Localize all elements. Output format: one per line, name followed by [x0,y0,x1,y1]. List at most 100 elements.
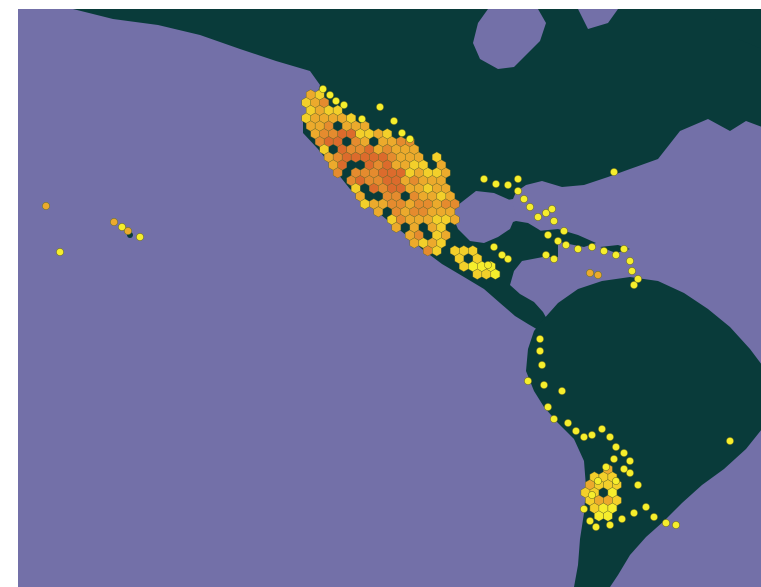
occurrence-dot [620,449,628,457]
occurrence-dot [118,223,126,231]
greenland-landmass [708,9,761,49]
occurrence-dot [538,361,546,369]
occurrence-dot [650,513,658,521]
occurrence-dot [319,85,327,93]
density-hex [472,268,483,280]
occurrence-dot [558,387,566,395]
occurrence-dot [600,247,608,255]
occurrence-dot [498,251,506,259]
occurrence-dot [520,195,528,203]
occurrence-dot [630,509,638,517]
density-hex [450,214,460,226]
occurrence-dot [598,425,606,433]
occurrence-dot [634,275,642,283]
occurrence-dot [610,455,618,463]
occurrence-dot [586,269,594,277]
density-hex [373,206,384,218]
arctic-strait [578,9,618,29]
occurrence-dot [492,180,500,188]
occurrence-dot [550,415,558,423]
occurrence-dot [630,281,638,289]
occurrence-dot [662,519,670,527]
occurrence-dot [542,209,550,217]
occurrence-dot [606,433,614,441]
occurrence-dot [612,477,620,485]
occurrence-dot [376,103,384,111]
occurrence-dot [56,248,64,256]
occurrence-dot [586,517,594,525]
occurrence-dot [620,245,628,253]
occurrence-dot [326,91,334,99]
occurrence-dot [42,202,50,210]
occurrence-dot [588,491,596,499]
occurrence-dot-layer [42,85,734,531]
occurrence-dot [540,381,548,389]
density-hex [360,198,370,210]
occurrence-dot [642,503,650,511]
density-hex [490,268,501,280]
occurrence-dot [626,469,634,477]
occurrence-dot [534,213,542,221]
occurrence-dot [480,175,488,183]
occurrence-dot [548,205,556,213]
occurrence-dot [602,463,610,471]
occurrence-dot [594,477,602,485]
occurrence-dot [124,227,132,235]
density-hex [423,245,433,257]
map-viewport[interactable] [18,9,761,587]
density-hex [481,268,492,280]
occurrence-dot [536,335,544,343]
occurrence-dot [332,97,340,105]
occurrence-dot [544,231,552,239]
occurrence-dot [526,203,534,211]
occurrence-dot [606,521,614,529]
density-hex-layer [301,89,622,522]
density-hex [409,237,420,249]
occurrence-dot [628,267,636,275]
occurrence-dot [524,377,532,385]
density-hex [432,245,442,257]
occurrence-dot [672,521,680,529]
occurrence-dot [574,245,582,253]
occurrence-dot [572,427,580,435]
cuba-island [538,229,596,247]
occurrence-dot [592,523,600,531]
occurrence-dot [406,135,414,143]
density-hex [391,221,402,233]
occurrence-dot [358,115,366,123]
occurrence-dot [610,168,618,176]
occurrence-dot [588,431,596,439]
occurrence-dot [550,217,558,225]
occurrence-dot [484,261,492,269]
occurrence-dot [562,241,570,249]
occurrence-dot [542,251,550,259]
density-hex [350,151,361,163]
occurrence-dot [580,433,588,441]
occurrence-dot [588,243,596,251]
occurrence-dot [504,181,512,189]
occurrence-dot [390,117,398,125]
density-hex [332,167,343,179]
occurrence-dot [550,255,558,263]
occurrence-dot [514,175,522,183]
occurrence-dot [514,187,522,195]
occurrence-dot [560,227,568,235]
density-hex [594,510,604,522]
occurrence-map[interactable] [18,9,761,587]
occurrence-dot [564,419,572,427]
density-hex [459,260,469,272]
occurrence-dot [554,237,562,245]
occurrence-dot [612,251,620,259]
occurrence-dot [612,443,620,451]
occurrence-dot [136,233,144,241]
occurrence-dot [398,129,406,137]
occurrence-dot [536,347,544,355]
hudson-bay [473,9,546,69]
density-hex [603,510,613,522]
occurrence-dot [626,457,634,465]
occurrence-dot [726,437,734,445]
occurrence-dot [634,481,642,489]
gulf-of-mexico [452,191,516,243]
occurrence-dot [580,505,588,513]
occurrence-dot [340,101,348,109]
